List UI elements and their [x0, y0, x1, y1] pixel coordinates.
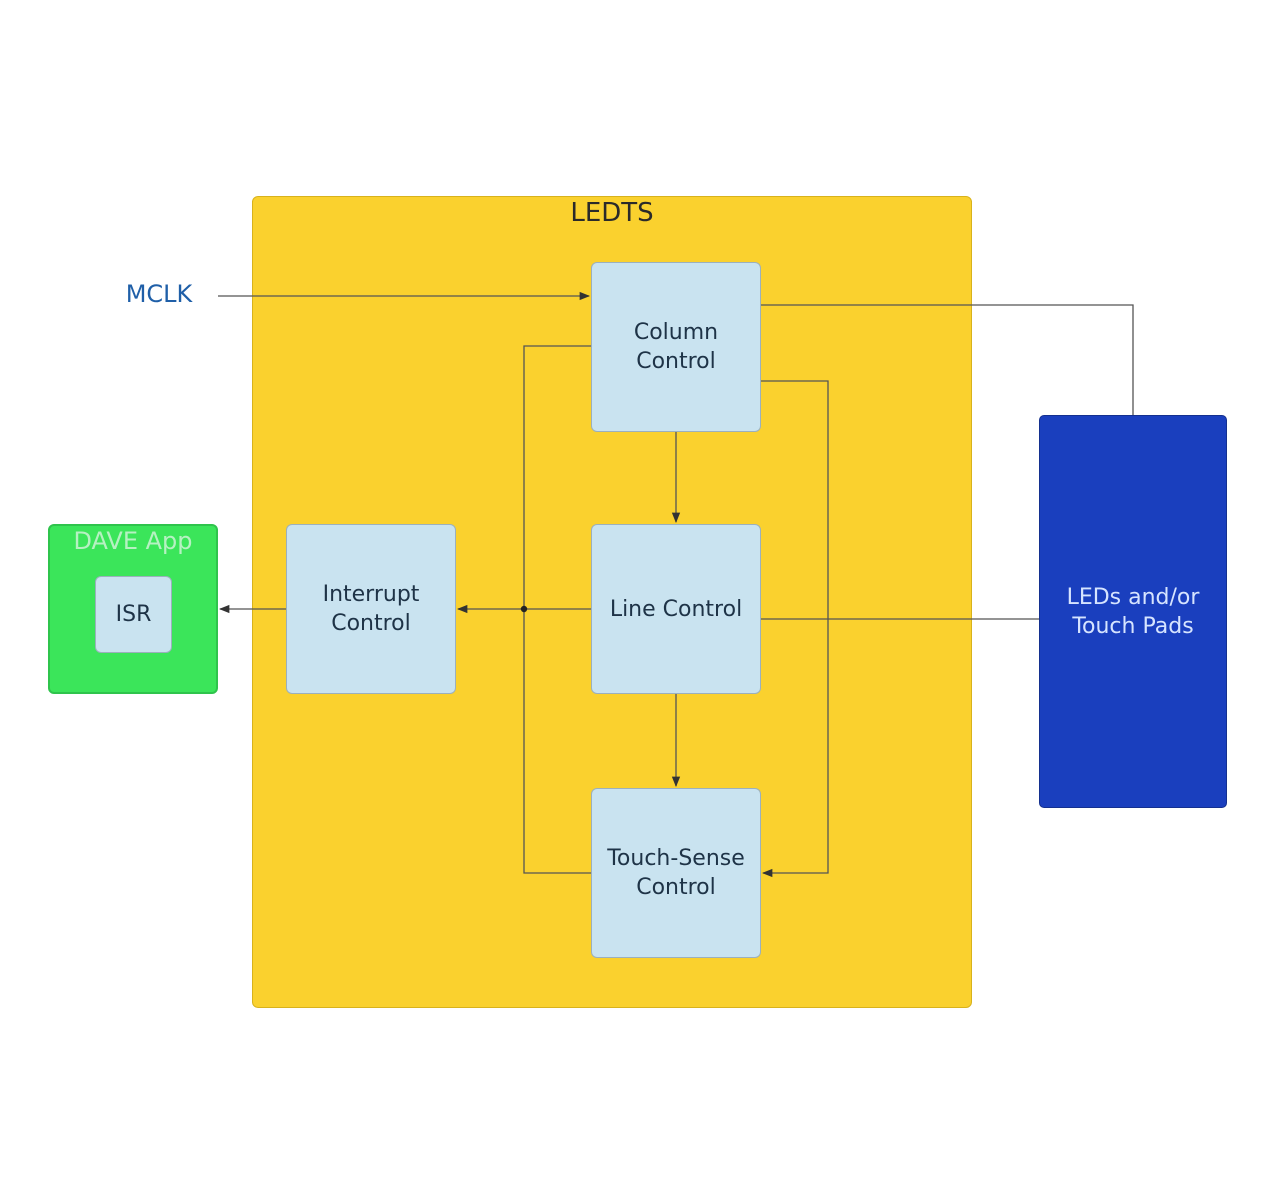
wire-column-to-leds: [761, 304, 1134, 415]
mclk-label: MCLK: [125, 280, 193, 308]
column-control-block: Column Control: [591, 262, 761, 432]
leds-touch-pads-block: LEDs and/or Touch Pads: [1039, 415, 1227, 808]
wire-column-to-touch: [761, 380, 829, 878]
line-control-block: Line Control: [591, 524, 761, 694]
junction-dot: [520, 605, 528, 613]
isr-block: ISR: [95, 576, 172, 653]
wire-column-feedback: [523, 345, 591, 609]
wire-touch-feedback: [523, 609, 591, 874]
dave-app-title: DAVE App: [73, 527, 193, 555]
interrupt-control-block: Interrupt Control: [286, 524, 456, 694]
touch-sense-control-block: Touch-Sense Control: [591, 788, 761, 958]
ledts-title: LEDTS: [570, 198, 654, 228]
